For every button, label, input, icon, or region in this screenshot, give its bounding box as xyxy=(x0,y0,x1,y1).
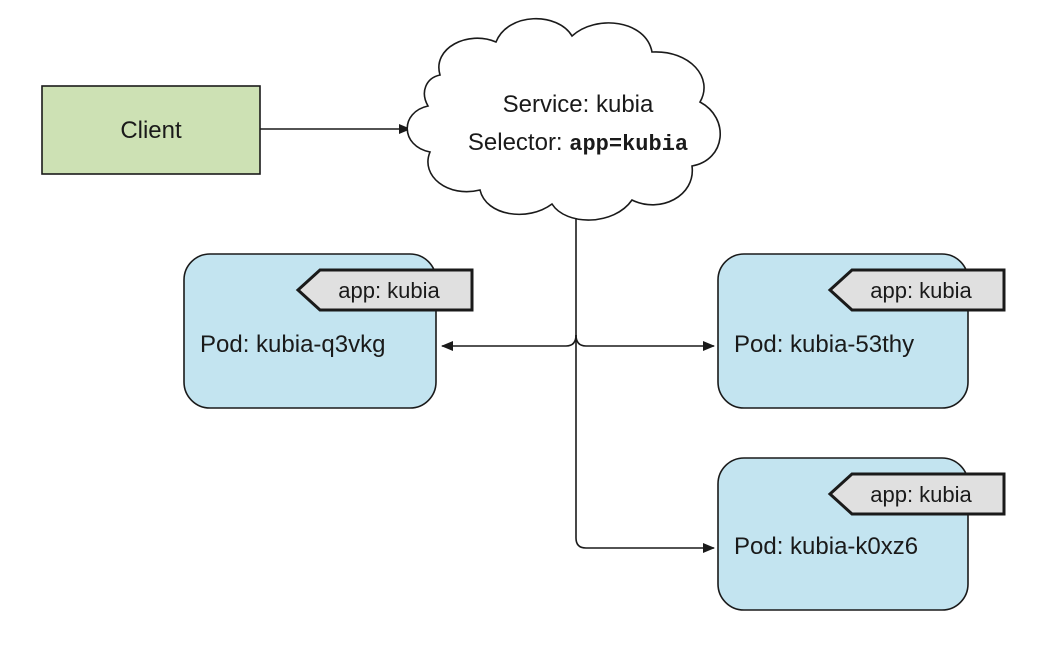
selector-value: app=kubia xyxy=(569,132,688,157)
arrow-to-pod-2 xyxy=(575,334,715,351)
pod-3: app: kubia Pod: kubia-k0xz6 xyxy=(717,457,1006,611)
pod-3-label-tag xyxy=(827,472,1006,516)
client-box xyxy=(41,85,261,175)
service-name: Service: kubia xyxy=(503,91,654,118)
service-cloud: Service: kubia Selector: app=kubia xyxy=(406,17,722,221)
client-node: Client xyxy=(41,85,261,175)
arrow-to-pod-1 xyxy=(441,334,577,351)
pod-1-name: Pod: kubia-q3vkg xyxy=(200,331,385,358)
pod-2: app: kubia Pod: kubia-53thy xyxy=(717,253,1006,409)
service-routing-lines xyxy=(441,218,715,553)
pod-2-label-tag xyxy=(827,268,1006,312)
arrow-to-pod-3 xyxy=(575,335,715,553)
pod-3-name: Pod: kubia-k0xz6 xyxy=(734,533,918,560)
pod-1-tag-text: app: kubia xyxy=(338,278,440,303)
pod-1-label-tag xyxy=(295,268,474,312)
pod-2-tag-text: app: kubia xyxy=(870,278,972,303)
pod-3-tag-text: app: kubia xyxy=(870,482,972,507)
client-label: Client xyxy=(120,117,182,144)
pod-2-name: Pod: kubia-53thy xyxy=(734,331,914,358)
selector-prefix: Selector: xyxy=(468,129,569,156)
service-selector: Selector: app=kubia xyxy=(468,129,688,157)
pod-1: app: kubia Pod: kubia-q3vkg xyxy=(183,253,474,409)
cloud-shape xyxy=(406,17,722,221)
